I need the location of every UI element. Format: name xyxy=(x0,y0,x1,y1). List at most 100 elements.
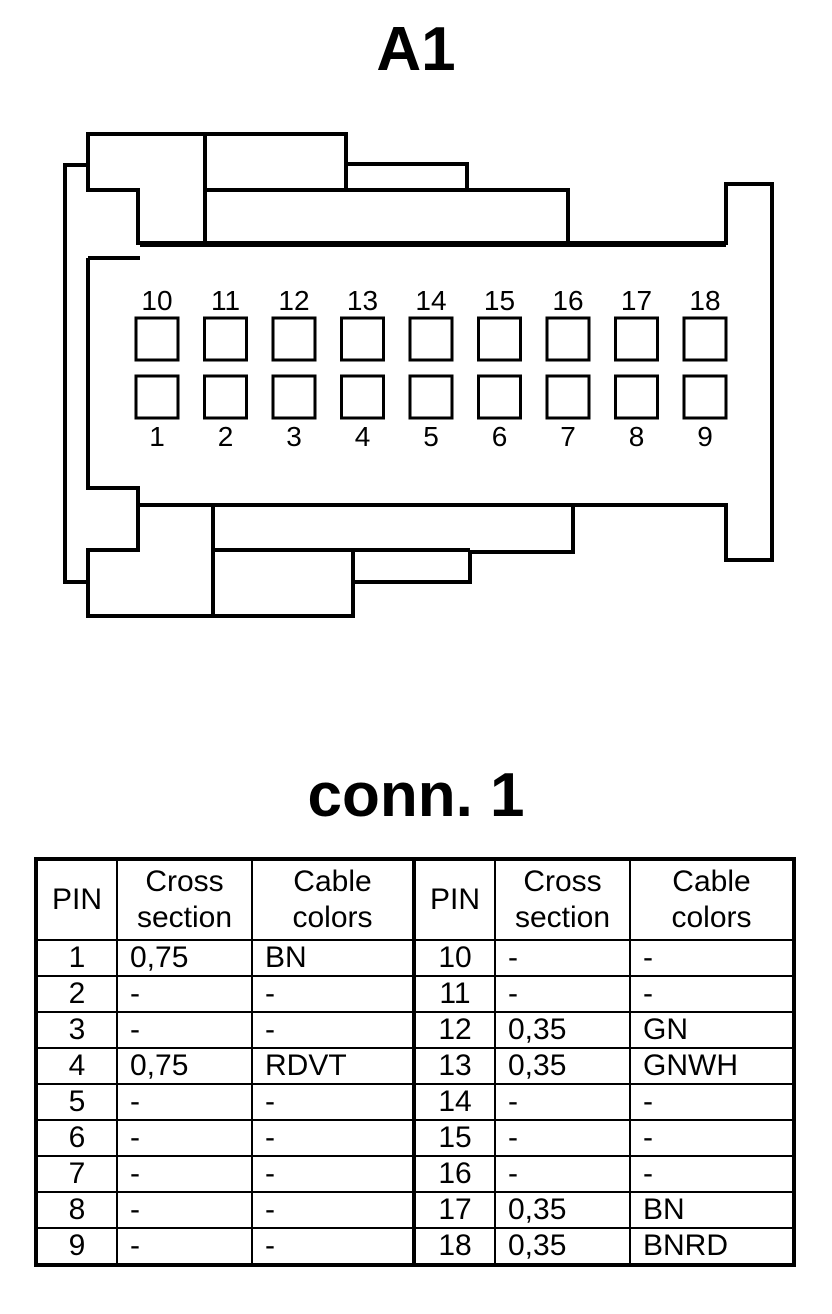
cable-color-cell: - xyxy=(251,975,415,1013)
col-header-cable-colors: Cable colors xyxy=(251,858,415,941)
cross-section-cell: - xyxy=(116,1227,253,1266)
pin-label-18: 18 xyxy=(689,285,720,316)
table-row: 2--11-- xyxy=(35,975,795,1013)
pin-box-2 xyxy=(203,374,248,420)
table-row: 6--15-- xyxy=(35,1119,795,1157)
pin-box-5 xyxy=(408,374,454,420)
housing-bottom-detail xyxy=(211,505,470,616)
pin-number-cell: 18 xyxy=(412,1227,496,1266)
pin-label-4: 4 xyxy=(355,421,371,452)
pin-label-3: 3 xyxy=(286,421,302,452)
cross-section-cell: 0,75 xyxy=(116,1047,253,1085)
pin-assignment-table: PIN Cross section Cable colors PIN Cross… xyxy=(34,857,796,1267)
pin-box-13 xyxy=(340,316,385,362)
cable-color-cell: - xyxy=(629,1119,795,1157)
pin-number-cell: 14 xyxy=(412,1083,496,1121)
cross-section-cell: - xyxy=(116,1191,253,1229)
cable-color-cell: GN xyxy=(629,1011,795,1049)
pin-box-6 xyxy=(477,374,522,420)
pin-number-cell: 5 xyxy=(35,1083,118,1121)
cable-color-cell: - xyxy=(251,1227,415,1266)
pin-label-10: 10 xyxy=(141,285,172,316)
pin-label-1: 1 xyxy=(149,421,165,452)
cross-section-cell: - xyxy=(116,1011,253,1049)
cable-color-cell: - xyxy=(251,1119,415,1157)
pin-number-cell: 17 xyxy=(412,1191,496,1229)
pin-number-cell: 1 xyxy=(35,939,118,977)
cross-section-cell: 0,35 xyxy=(494,1047,631,1085)
pin-box-3 xyxy=(271,374,317,420)
pin-number-cell: 13 xyxy=(412,1047,496,1085)
pin-label-8: 8 xyxy=(629,421,645,452)
diagram-title: A1 xyxy=(376,15,456,84)
pin-box-16 xyxy=(545,316,591,362)
pin-label-5: 5 xyxy=(423,421,439,452)
cable-color-cell: - xyxy=(251,1191,415,1229)
pin-box-1 xyxy=(134,374,180,420)
pin-number-cell: 15 xyxy=(412,1119,496,1157)
cross-section-cell: 0,75 xyxy=(116,939,253,977)
pin-number-cell: 3 xyxy=(35,1011,118,1049)
pin-label-17: 17 xyxy=(621,285,652,316)
pin-label-13: 13 xyxy=(347,285,378,316)
cable-color-cell: - xyxy=(629,975,795,1013)
col-header-cross-section: Cross section xyxy=(116,858,253,941)
cable-color-cell: - xyxy=(251,1155,415,1193)
housing-left-rail xyxy=(86,165,726,582)
pin-box-7 xyxy=(545,374,591,420)
cross-section-cell: - xyxy=(116,1083,253,1121)
pin-box-15 xyxy=(477,316,522,362)
housing-top-detail xyxy=(203,134,467,243)
pin-box-4 xyxy=(340,374,385,420)
pin-label-11: 11 xyxy=(211,285,240,316)
pin-box-17 xyxy=(614,316,659,362)
table-row: 5--14-- xyxy=(35,1083,795,1121)
pin-label-6: 6 xyxy=(492,421,508,452)
pin-label-12: 12 xyxy=(278,285,309,316)
pin-number-cell: 11 xyxy=(412,975,496,1013)
cable-color-cell: - xyxy=(251,1011,415,1049)
pin-box-11 xyxy=(203,316,248,362)
cross-section-cell: - xyxy=(494,1155,631,1193)
pin-label-14: 14 xyxy=(415,285,446,316)
cross-section-cell: - xyxy=(494,1119,631,1157)
pin-box-9 xyxy=(682,374,728,420)
connector-title: conn. 1 xyxy=(307,761,525,830)
cross-section-cell: - xyxy=(494,1083,631,1121)
cross-section-cell: - xyxy=(494,975,631,1013)
cable-color-cell: BNRD xyxy=(629,1227,795,1266)
pin-number-cell: 4 xyxy=(35,1047,118,1085)
pin-label-16: 16 xyxy=(552,285,583,316)
table-row: 7--16-- xyxy=(35,1155,795,1193)
col-header-cable-colors: Cable colors xyxy=(629,858,795,941)
pin-number-cell: 7 xyxy=(35,1155,118,1193)
pin-box-12 xyxy=(271,316,317,362)
col-header-pin: PIN xyxy=(412,858,496,941)
cross-section-cell: 0,35 xyxy=(494,1191,631,1229)
pin-box-14 xyxy=(408,316,454,362)
cable-color-cell: GNWH xyxy=(629,1047,795,1085)
col-header-cross-section: Cross section xyxy=(494,858,631,941)
pin-number-cell: 8 xyxy=(35,1191,118,1229)
cable-color-cell: - xyxy=(629,1155,795,1193)
pin-cavity-outline xyxy=(86,243,726,488)
pin-label-7: 7 xyxy=(560,421,576,452)
pin-number-cell: 16 xyxy=(412,1155,496,1193)
pin-label-9: 9 xyxy=(697,421,713,452)
col-header-pin: PIN xyxy=(35,858,118,941)
table-header-row: PIN Cross section Cable colors PIN Cross… xyxy=(35,858,795,941)
cross-section-cell: - xyxy=(116,975,253,1013)
pin-label-2: 2 xyxy=(218,421,234,452)
pin-number-cell: 6 xyxy=(35,1119,118,1157)
cable-color-cell: - xyxy=(629,939,795,977)
cable-color-cell: BN xyxy=(629,1191,795,1229)
cable-color-cell: BN xyxy=(251,939,415,977)
cross-section-cell: 0,35 xyxy=(494,1227,631,1266)
pin-number-cell: 2 xyxy=(35,975,118,1013)
pin-number-cell: 9 xyxy=(35,1227,118,1266)
pin-box-8 xyxy=(614,374,659,420)
